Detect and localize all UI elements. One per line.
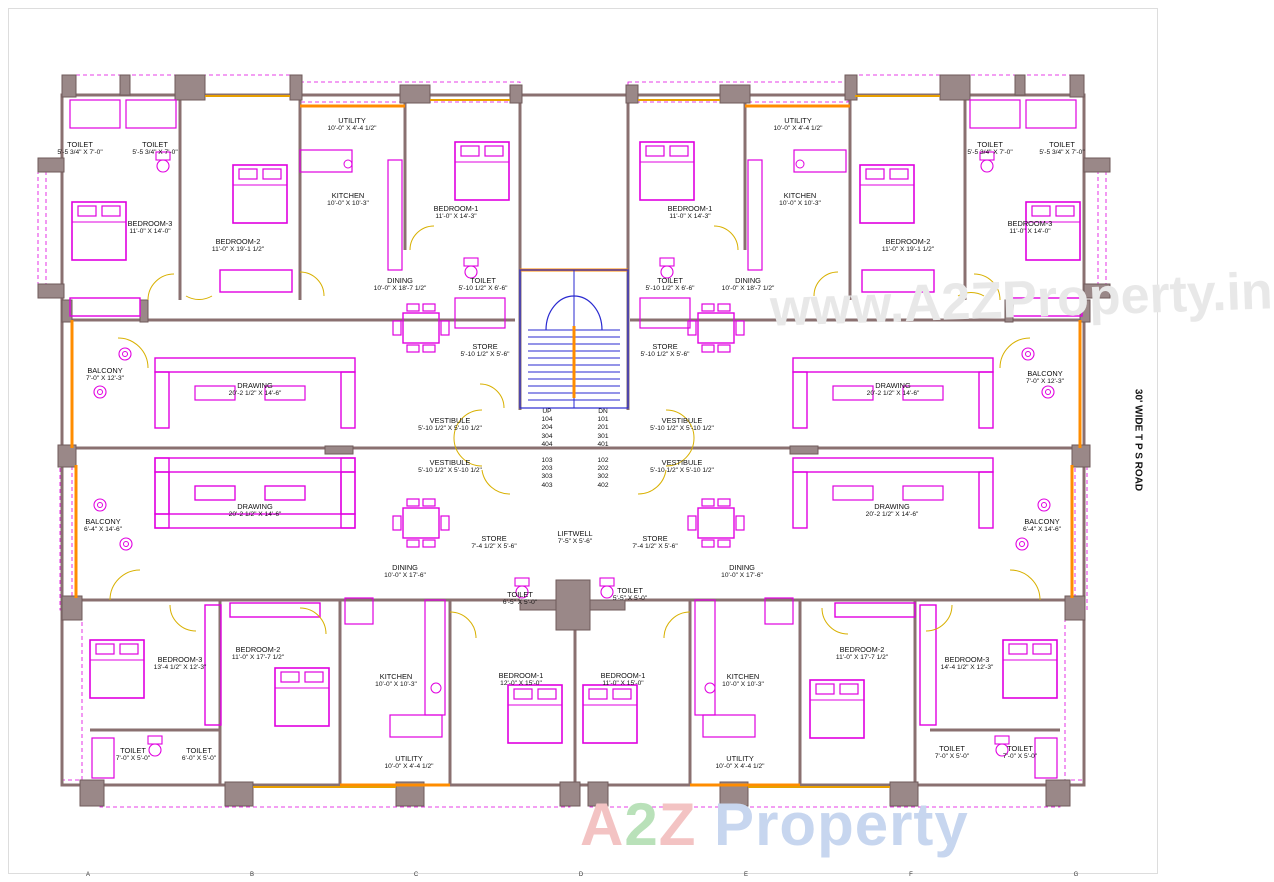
- door-swings: [109, 225, 1041, 639]
- watermark-logo: A2Z Property: [580, 791, 969, 858]
- grid-letter: B: [249, 872, 255, 878]
- grid-letter: E: [743, 872, 749, 878]
- floor-plan: [37, 74, 1111, 808]
- beams-and-glazing: [70, 95, 1082, 788]
- grid-letter: D: [578, 872, 584, 878]
- outer-dashed-outline: [37, 74, 1107, 808]
- drawing-frame: [8, 8, 1158, 874]
- road-label: 30' WIDE T P S ROAD: [1132, 388, 1144, 492]
- grid-letter: C: [413, 872, 419, 878]
- grid-letter: F: [909, 872, 913, 878]
- walls: [60, 93, 1086, 787]
- furniture: [69, 99, 1083, 779]
- grid-letter: A: [85, 872, 91, 878]
- grid-letter: G: [1073, 872, 1079, 878]
- staircase: [519, 269, 629, 409]
